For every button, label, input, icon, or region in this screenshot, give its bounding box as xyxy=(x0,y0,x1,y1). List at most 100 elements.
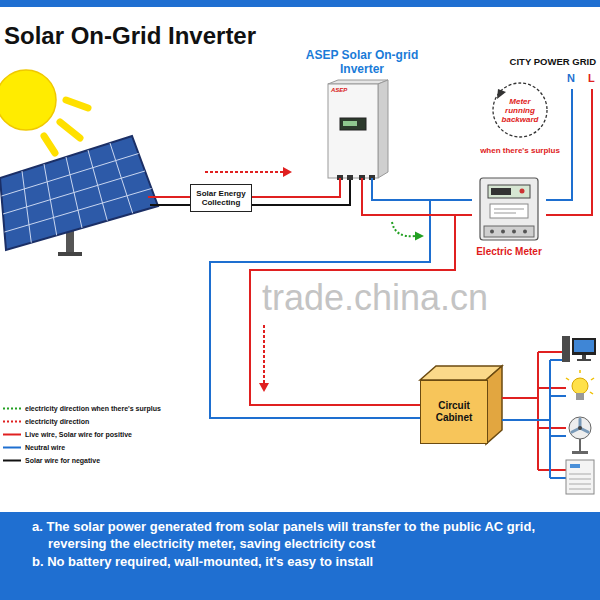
air-conditioner-icon xyxy=(566,460,594,494)
meter-icon xyxy=(484,226,534,237)
legend-text: Solar wire for negative xyxy=(25,457,100,465)
meter-icon xyxy=(490,204,528,218)
rotation-arrowhead xyxy=(497,89,506,99)
node-label: Electric Meter xyxy=(476,246,542,258)
direction-arrow-green xyxy=(392,222,415,236)
ac-wires xyxy=(210,89,592,418)
direction-arrow-red xyxy=(205,171,283,173)
legend: electricity direction when there's surpl… xyxy=(3,402,161,467)
meter-icon xyxy=(490,230,494,234)
computer-icon xyxy=(574,340,594,352)
sun-icon xyxy=(66,100,88,108)
sun-icon xyxy=(0,70,56,130)
meter-backward-callout: Meter running backward xyxy=(492,82,548,138)
diagram-title: Solar On-Grid Inverter xyxy=(4,22,256,51)
air-conditioner-icon xyxy=(566,460,594,494)
air-conditioner-icon xyxy=(569,474,591,489)
direction-arrow-green xyxy=(415,232,424,241)
device-logo: ASEP xyxy=(331,87,347,93)
legend-line-sample xyxy=(3,434,21,436)
appliance-wires xyxy=(502,352,566,478)
appliance-wires xyxy=(538,352,566,470)
lamp-icon xyxy=(566,378,569,380)
direction-arrow-red xyxy=(259,383,269,392)
computer-icon xyxy=(562,336,570,362)
legend-text: electricity direction xyxy=(25,418,89,426)
legend-text: Neutral wire xyxy=(25,444,65,452)
legend-sample xyxy=(3,405,21,412)
node-text: ASEP Solar On-grid Inverter xyxy=(300,48,424,76)
direction-arrow-green xyxy=(392,222,424,241)
electric-meter: Electric Meter xyxy=(472,176,546,258)
inverter-device xyxy=(340,118,366,130)
dc-wires xyxy=(250,178,350,205)
inverter-device xyxy=(347,175,353,180)
appliance-wires xyxy=(550,360,566,478)
direction-arrow-red xyxy=(263,325,265,383)
lamp-icon xyxy=(591,378,594,380)
node-text: Circuit Cabinet xyxy=(426,400,482,424)
direction-arrow-red xyxy=(259,325,269,392)
fan-icon xyxy=(572,451,588,454)
top-bar xyxy=(0,0,600,7)
meter-icon xyxy=(494,209,524,210)
fan-icon xyxy=(569,417,591,439)
inverter-device xyxy=(328,80,388,180)
direction-arrow-red xyxy=(283,167,292,177)
meter-icon xyxy=(523,230,527,234)
solar-panel xyxy=(0,136,158,256)
wire-connector xyxy=(252,178,340,197)
watermark: trade.china.cn xyxy=(262,280,488,316)
legend-line-sample xyxy=(3,421,21,423)
meter-icon xyxy=(491,188,511,195)
meter-icon xyxy=(494,213,516,214)
fan-icon xyxy=(572,419,588,432)
fan-icon xyxy=(578,426,582,430)
solar-panel xyxy=(5,189,152,233)
legend-text: electricity direction when there's surpl… xyxy=(25,405,161,413)
air-conditioner-icon xyxy=(569,489,591,490)
node-text: Electric Meter xyxy=(476,246,542,258)
dc-wires xyxy=(150,204,192,206)
node-label: Solar Energy Collecting xyxy=(194,189,248,207)
fan-icon xyxy=(579,439,581,452)
legend-line-sample xyxy=(3,460,21,462)
circuit-cabinet: Circuit Cabinet xyxy=(420,380,488,444)
legend-sample xyxy=(3,444,21,451)
legend-item: electricity direction when there's surpl… xyxy=(3,402,161,415)
lamp-icon xyxy=(590,392,593,394)
legend-item: Solar wire for negative xyxy=(3,454,161,467)
legend-line-sample xyxy=(3,447,21,449)
node-label: Circuit Cabinet xyxy=(426,400,482,424)
neutral-terminal: N xyxy=(567,72,575,85)
legend-sample xyxy=(3,431,21,438)
computer-icon xyxy=(582,355,586,359)
solar-panel xyxy=(3,171,145,214)
meter-icon xyxy=(488,185,530,198)
appliance-wires xyxy=(537,352,539,470)
air-conditioner-icon xyxy=(569,474,591,475)
meter-icon xyxy=(520,189,525,194)
wire-connector xyxy=(372,178,472,200)
solar-panel xyxy=(2,143,152,243)
lamp-icon xyxy=(576,393,584,400)
lamp-icon xyxy=(566,370,594,394)
air-conditioner-icon xyxy=(570,464,580,468)
computer-icon xyxy=(577,359,591,361)
legend-item: electricity direction xyxy=(3,415,161,428)
inverter-device xyxy=(378,80,388,178)
lamp-icon xyxy=(566,370,594,400)
appliance-wires xyxy=(549,360,551,478)
callout-note: when there's surplus xyxy=(470,146,570,156)
caption-band xyxy=(0,512,600,600)
meter-icon xyxy=(512,230,516,234)
sun-icon xyxy=(60,122,80,138)
node-text: Meter running backward xyxy=(498,97,542,124)
node-label: ASEP Solar On-grid Inverter xyxy=(300,48,424,76)
sun-icon xyxy=(44,136,55,153)
inverter-unit: ASEP Solar On-grid Inverter xyxy=(298,48,426,178)
legend-item: Live wire, Solar wire for positive xyxy=(3,428,161,441)
meter-icon xyxy=(480,178,538,240)
meter-icon xyxy=(501,230,505,234)
fan-icon xyxy=(569,417,591,454)
